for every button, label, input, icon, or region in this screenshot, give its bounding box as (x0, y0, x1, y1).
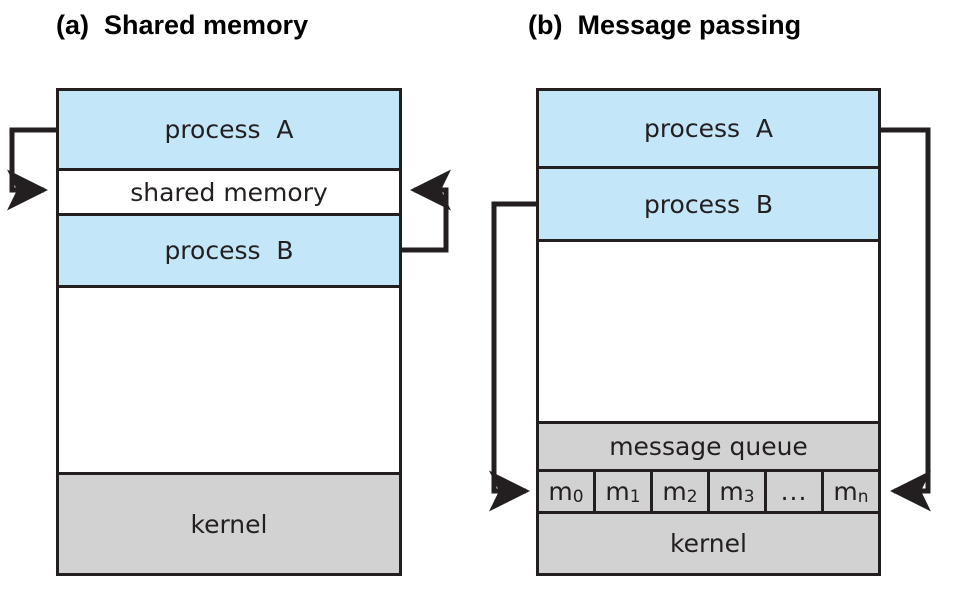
panel-b-process-b-label: process B (643, 189, 774, 219)
queue-cell-4: ... (767, 472, 824, 511)
panel-a-process-b-label: process B (164, 236, 294, 265)
panel-b-kernel-label: kernel (670, 529, 747, 558)
panel-b-divider-4 (536, 469, 881, 472)
queue-cell-base-0: m (548, 477, 573, 506)
panel-a-title: (a) Shared memory (56, 10, 309, 40)
panel-a-divider-4 (56, 472, 402, 475)
arrow-b-process-a-to-queue (880, 127, 932, 512)
queue-cell-subscript-2: 2 (686, 486, 698, 507)
queue-cell-subscript-5: n (857, 486, 869, 507)
panel-b-row-process-a: process A (539, 91, 878, 166)
arrow-b-process-b-to-queue (488, 201, 537, 512)
panel-a-row-shared-memory: shared memory (59, 171, 399, 213)
panel-b-row-empty (539, 242, 878, 421)
panel-b-divider-2 (536, 239, 881, 242)
panel-a-divider-3 (56, 285, 402, 288)
panel-a-process-a-label: process A (164, 115, 294, 144)
panel-b-process-a-label: process A (643, 114, 774, 143)
queue-cell-subscript-3: 3 (743, 486, 755, 507)
queue-cell-base-5: m (833, 477, 858, 506)
panel-b-divider-5 (536, 511, 881, 514)
panel-b-row-kernel: kernel (539, 514, 878, 573)
panel-b-row-process-b: process B (539, 169, 878, 239)
panel-a-row-kernel: kernel (59, 475, 399, 573)
arrow-a-process-a-to-shared-memory (6, 127, 57, 211)
queue-cell-subscript-0: 0 (572, 486, 584, 507)
panel-a-shared-memory-label: shared memory (130, 177, 328, 207)
panel-b-message-queue-label: message queue (609, 432, 808, 461)
panel-b-title: (b) Message passing (528, 10, 802, 40)
queue-cell-base-4: ... (780, 477, 808, 506)
panel-a-row-empty (59, 288, 399, 472)
queue-cell-base-2: m (662, 477, 687, 506)
panel-b-divider-1 (536, 166, 881, 169)
queue-cell-base-3: m (719, 477, 744, 506)
panel-a-divider-1 (56, 168, 402, 171)
arrow-a-process-b-to-shared-memory (401, 169, 452, 253)
queue-cell-base-1: m (605, 477, 630, 506)
panel-a-kernel-label: kernel (190, 509, 268, 539)
panel-b-row-message-queue: message queue (539, 424, 878, 469)
panel-a-row-process-b: process B (59, 216, 399, 285)
panel-a-divider-2 (56, 213, 402, 216)
panel-a-row-process-a: process A (59, 91, 399, 168)
queue-cell-subscript-1: 1 (629, 486, 641, 507)
panel-b-divider-3 (536, 421, 881, 424)
